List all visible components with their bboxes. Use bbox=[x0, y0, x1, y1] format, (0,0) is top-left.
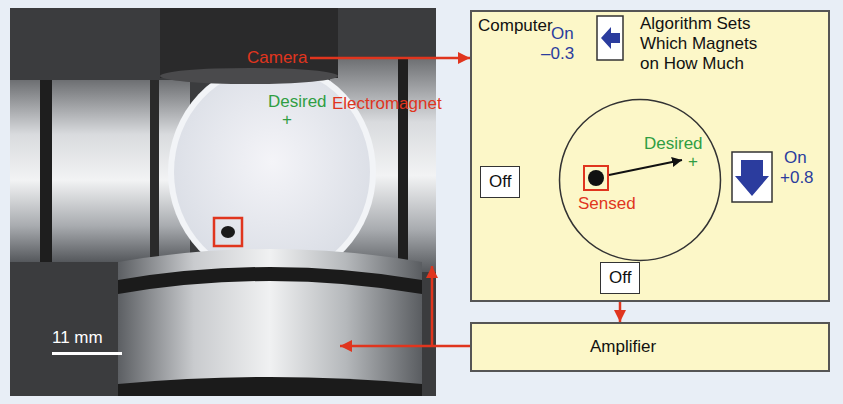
magnet-state: On bbox=[551, 24, 574, 44]
signal-arrow bbox=[619, 302, 622, 322]
electromagnet-left bbox=[10, 80, 190, 262]
target-label: Desired bbox=[268, 92, 327, 112]
error-arrow bbox=[609, 160, 682, 175]
target-text: Desired bbox=[644, 134, 703, 154]
computer-box: Computer Algorithm Sets Which Magnets on … bbox=[470, 10, 830, 302]
circle-outline bbox=[560, 100, 721, 261]
signal-arrow bbox=[340, 345, 470, 348]
camera-body bbox=[160, 8, 338, 78]
signal-arrow bbox=[431, 266, 434, 346]
magnet-value: –0.3 bbox=[541, 44, 574, 64]
state-text: Off bbox=[489, 172, 511, 192]
photo bbox=[10, 8, 436, 396]
magnet-band bbox=[398, 58, 408, 272]
computer-fill bbox=[472, 12, 828, 300]
box-title: Amplifier bbox=[590, 337, 656, 357]
part-label: Camera bbox=[247, 48, 307, 68]
magnet-band bbox=[40, 80, 52, 262]
magnet-icon bbox=[597, 16, 623, 60]
magnet-band bbox=[118, 377, 422, 396]
sensed-dot bbox=[588, 170, 604, 186]
signal-arrow bbox=[310, 57, 470, 60]
magnetic-particle bbox=[221, 226, 235, 238]
scale-bar bbox=[52, 352, 122, 355]
electromagnet-bottom bbox=[118, 249, 422, 396]
magnet-state: On bbox=[784, 148, 807, 168]
state-box: Off bbox=[480, 166, 520, 198]
box-title: Computer bbox=[478, 16, 553, 36]
camera-lens-rim bbox=[160, 68, 338, 84]
magnet-arrow bbox=[601, 27, 620, 49]
sensed-box bbox=[584, 166, 608, 190]
magnet-value: +0.8 bbox=[780, 168, 814, 188]
target-mark: + bbox=[282, 110, 292, 130]
magnet-band bbox=[118, 267, 422, 294]
tracking-box bbox=[214, 218, 242, 246]
magnet-band bbox=[150, 80, 159, 262]
target-mark: + bbox=[688, 152, 698, 172]
circle-outline bbox=[558, 98, 722, 262]
part-label: Electromagnet bbox=[332, 94, 442, 114]
state-box: Off bbox=[600, 262, 640, 294]
amplifier-box: Amplifier bbox=[470, 322, 830, 372]
box-note: Algorithm Sets Which Magnets on How Much bbox=[640, 14, 770, 74]
state-text: Off bbox=[609, 268, 631, 288]
magnet-arrow bbox=[735, 160, 769, 196]
workspace-circle: Desired+ Sensed bbox=[558, 98, 722, 262]
sensed-text: Sensed bbox=[578, 194, 636, 214]
photo-background bbox=[10, 8, 436, 396]
magnet-icon bbox=[732, 152, 772, 202]
scale-label: 11 mm bbox=[52, 328, 103, 348]
